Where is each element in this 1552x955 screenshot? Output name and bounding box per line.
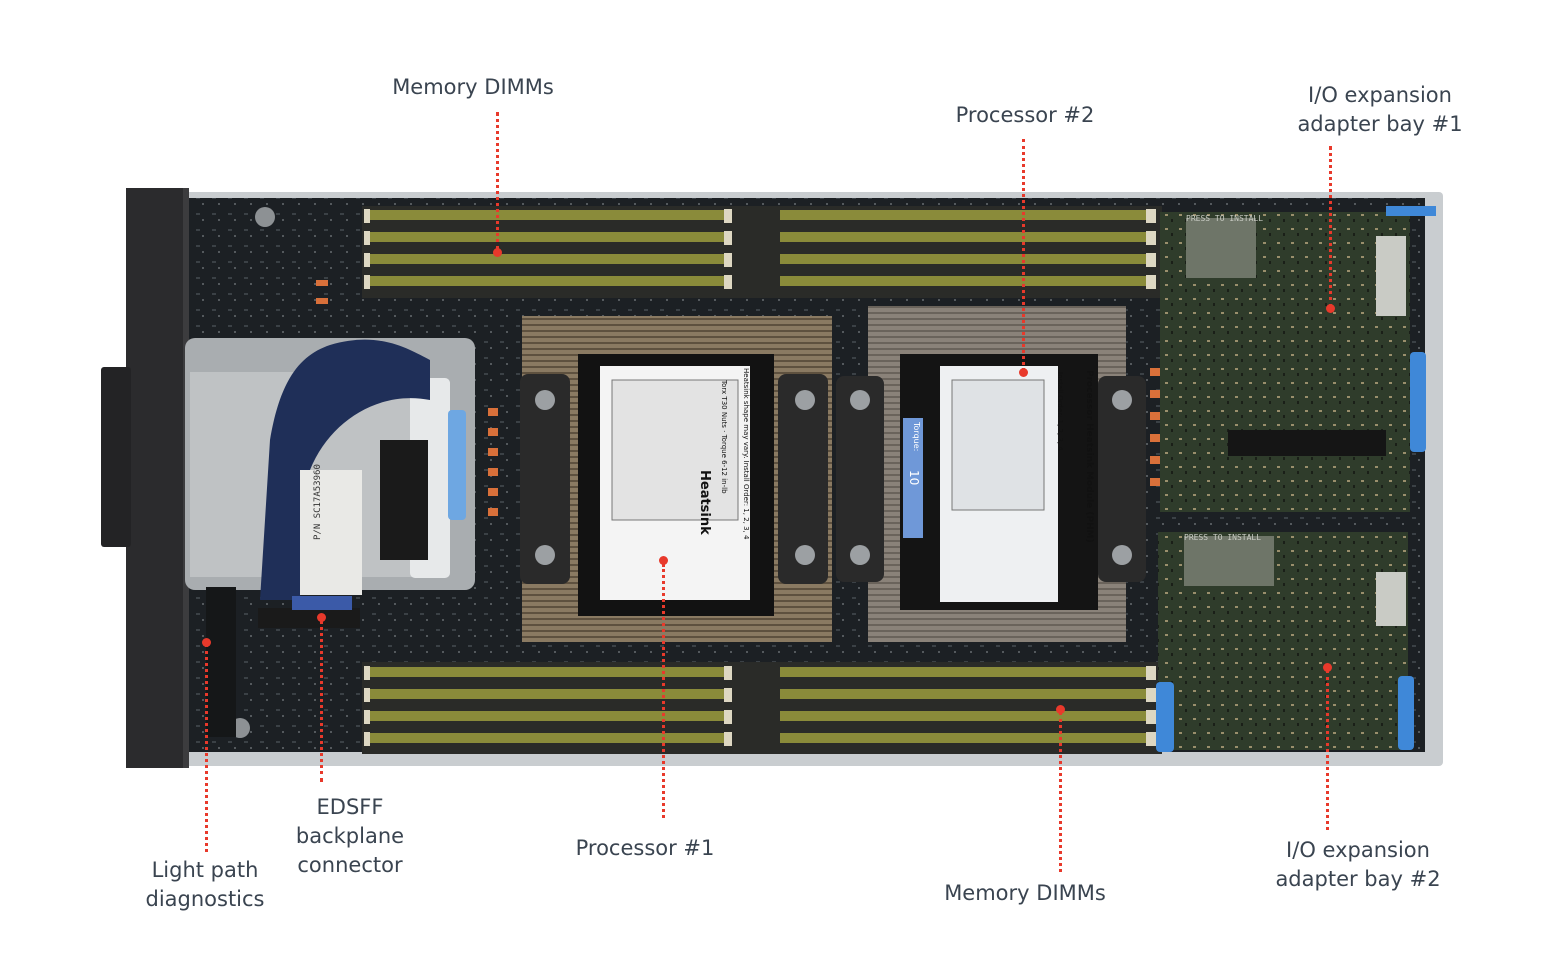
phm-sticker-order: Install Order: 1, 2, 3, 4 xyxy=(1056,372,1064,451)
dimm-bank-top xyxy=(362,206,1162,298)
io-bay-1-card xyxy=(1160,206,1436,512)
marker-light-path xyxy=(202,638,211,647)
label-processor-2: Processor #2 xyxy=(920,101,1130,130)
heatsink-sticker-title: Heatsink xyxy=(697,470,712,535)
phm-sticker-torque-label: Torque: xyxy=(912,422,921,452)
io-bay-2-card xyxy=(1156,532,1414,752)
label-edsff-line3: connector xyxy=(297,853,403,877)
marker-memory-dimms-top xyxy=(493,248,502,257)
phm-sticker-title: Processor Heatsink Module (PHM) xyxy=(1084,370,1094,543)
processor-1-heatsink xyxy=(520,316,832,642)
leader-memory-dimms-bottom xyxy=(1059,712,1062,872)
label-light-path-line2: diagnostics xyxy=(145,887,265,911)
label-io-bay-2: I/O expansion adapter bay #2 xyxy=(1248,836,1468,894)
heatsink-sticker-subtitle: Heatsink shape may vary. Install Order: … xyxy=(742,368,750,540)
marker-edsff-connector xyxy=(317,613,326,622)
leader-light-path xyxy=(205,644,208,852)
label-edsff-line2: backplane xyxy=(295,824,405,848)
label-light-path: Light path diagnostics xyxy=(120,856,290,914)
io-bay-2-press-to-install: PRESS TO INSTALL xyxy=(1184,533,1262,542)
marker-memory-dimms-bottom xyxy=(1056,705,1065,714)
label-memory-dimms-bottom-text: Memory DIMMs xyxy=(944,881,1106,905)
label-edsff-connector: EDSFF backplane connector xyxy=(270,793,430,880)
label-memory-dimms-bottom: Memory DIMMs xyxy=(920,879,1130,908)
phm-sticker-torque-value: 10 xyxy=(907,470,921,486)
marker-processor-1 xyxy=(659,556,668,565)
processor-2-heatsink xyxy=(836,306,1146,642)
front-bezel xyxy=(126,188,188,768)
label-processor-1: Processor #1 xyxy=(540,834,750,863)
marker-processor-2 xyxy=(1019,368,1028,377)
label-io-bay-1: I/O expansion adapter bay #1 xyxy=(1270,81,1490,139)
label-io-bay-1-line1: I/O expansion xyxy=(1308,83,1452,107)
marker-io-bay-2 xyxy=(1323,663,1332,672)
label-io-bay-2-line1: I/O expansion xyxy=(1286,838,1430,862)
label-light-path-line1: Light path xyxy=(151,858,259,882)
label-memory-dimms-top: Memory DIMMs xyxy=(368,73,578,102)
marker-io-bay-1 xyxy=(1326,304,1335,313)
label-edsff-line1: EDSFF xyxy=(316,795,384,819)
leader-io-bay-1 xyxy=(1329,146,1332,308)
dimm-bank-bottom xyxy=(362,662,1162,754)
leader-processor-1 xyxy=(662,564,665,818)
svg-text:P/N SC17A53960: P/N SC17A53960 xyxy=(313,464,323,540)
heatsink-sticker-torque: Torx T30 Nuts · Torque 6-12 in-lb xyxy=(720,380,728,494)
label-io-bay-1-line2: adapter bay #1 xyxy=(1297,112,1463,136)
io-bay-1-press-to-install: PRESS TO INSTALL xyxy=(1186,214,1264,223)
leader-processor-2 xyxy=(1022,139,1025,371)
leader-memory-dimms-top xyxy=(496,112,499,250)
leader-io-bay-2 xyxy=(1326,670,1329,830)
leader-edsff-connector xyxy=(320,620,323,782)
label-memory-dimms-top-text: Memory DIMMs xyxy=(392,75,554,99)
label-io-bay-2-line2: adapter bay #2 xyxy=(1275,867,1441,891)
label-processor-2-text: Processor #2 xyxy=(955,103,1095,127)
label-processor-1-text: Processor #1 xyxy=(575,836,715,860)
